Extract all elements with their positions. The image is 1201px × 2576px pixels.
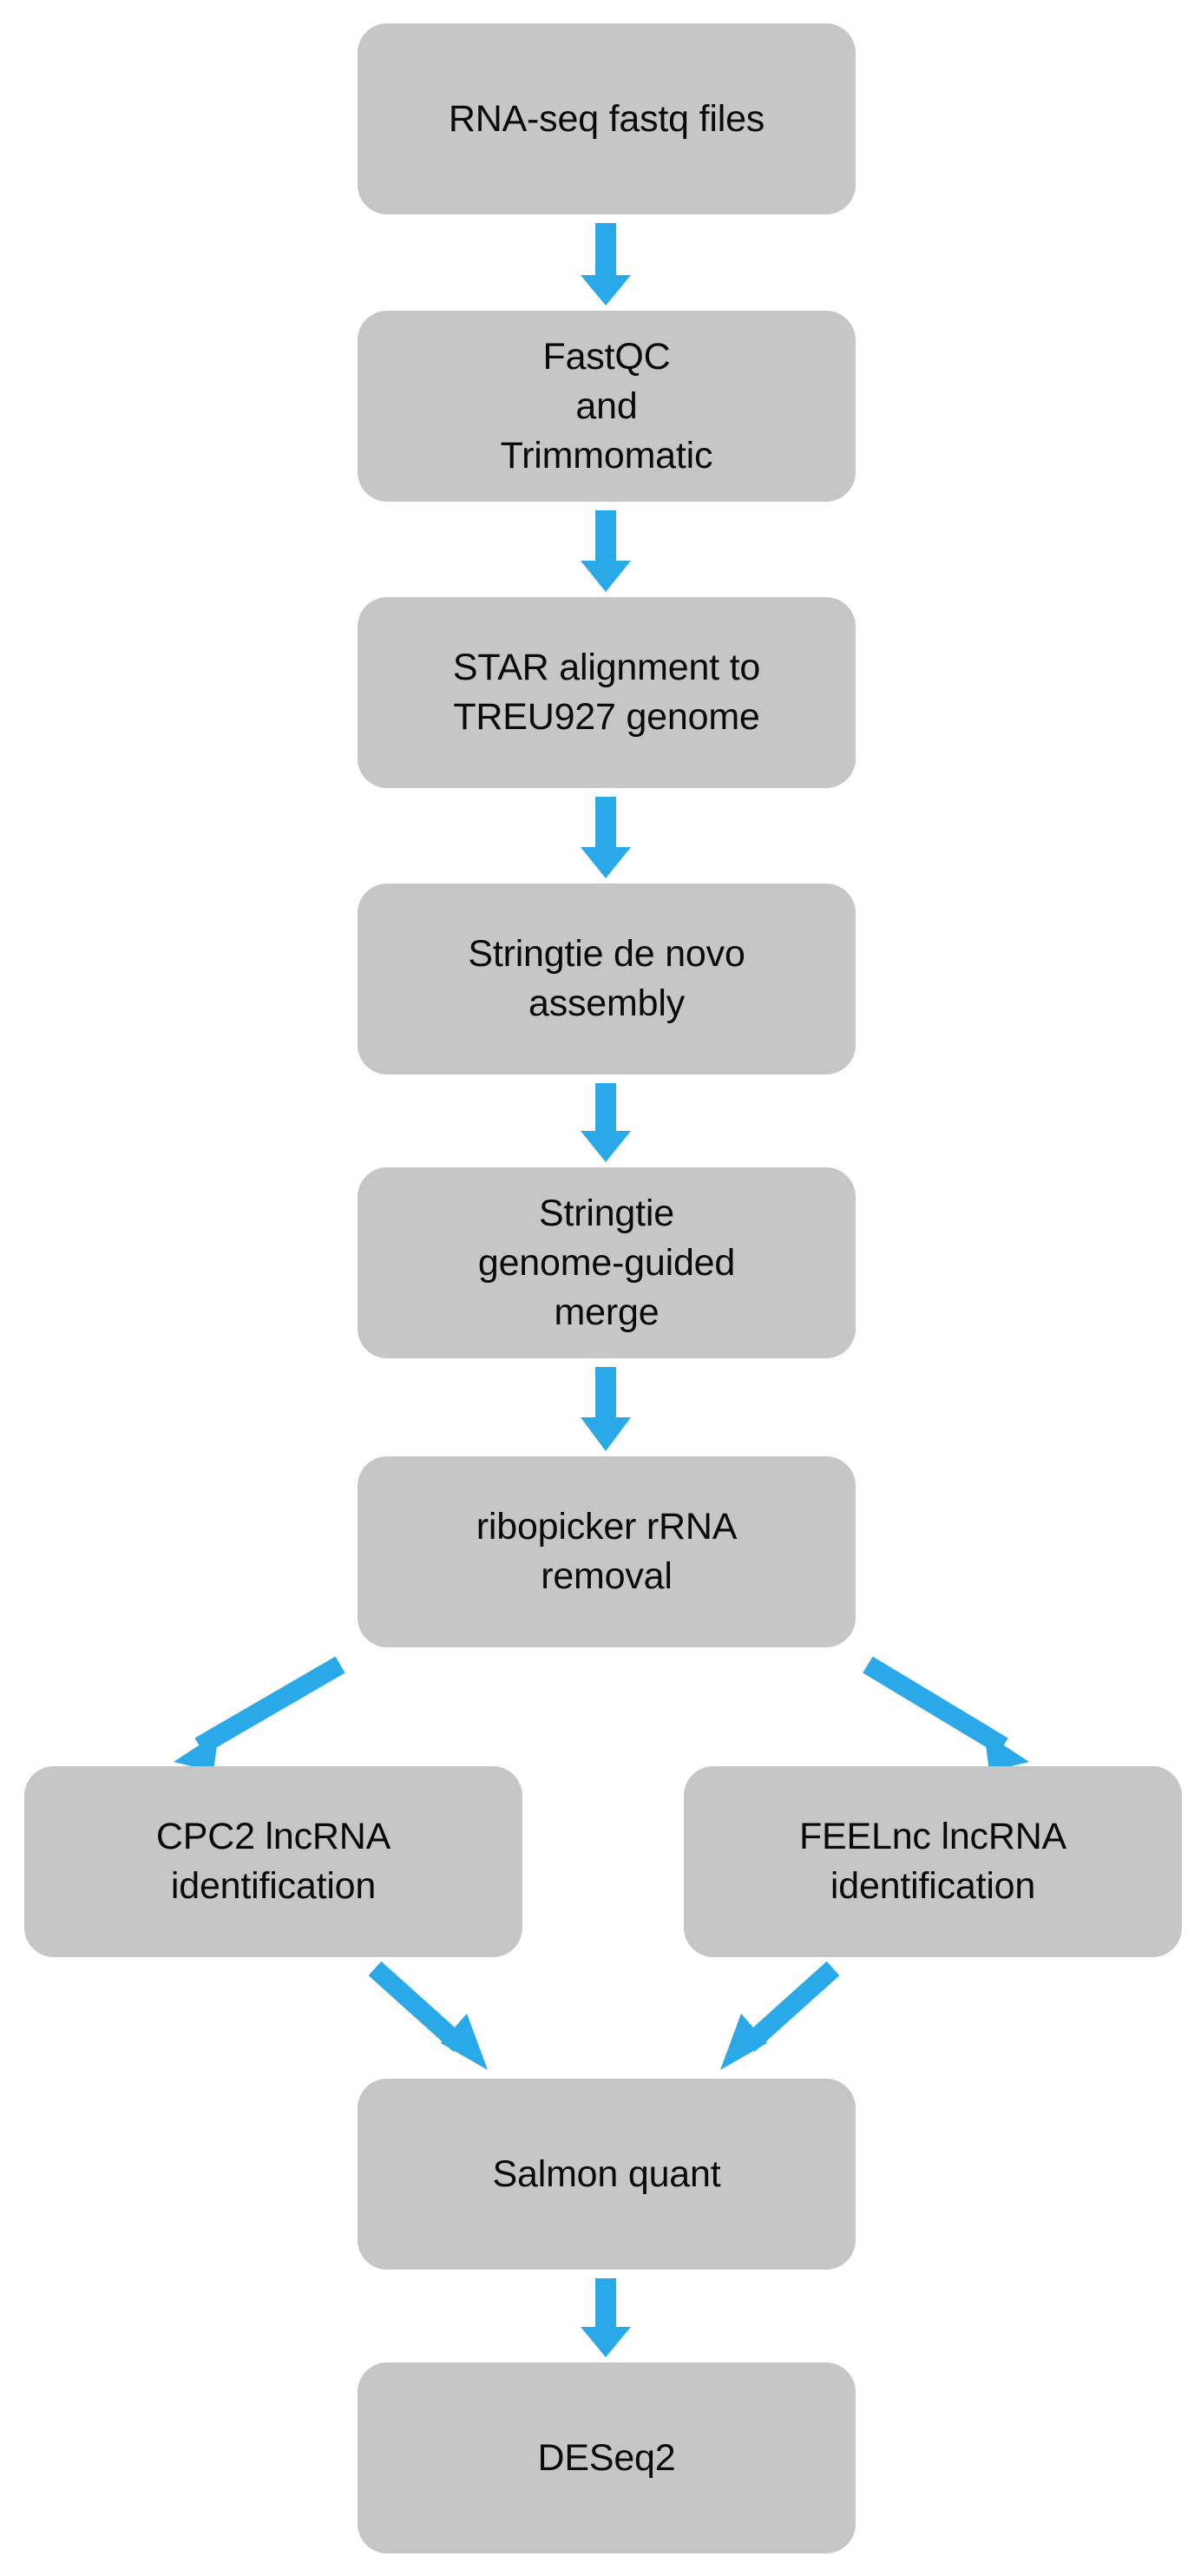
node-label: FEELnc lncRNA identification	[798, 1816, 1067, 1907]
node-stringtie-de-novo-assembly[interactable]: Stringtie de novo assembly	[358, 884, 856, 1074]
node-deseq2[interactable]: DESeq2	[358, 2362, 856, 2553]
edge-feelnc-to-salmon	[720, 1961, 840, 2070]
edge-ribopicker-to-cpc2	[174, 1656, 345, 1771]
edge-fastqc-to-star	[581, 510, 631, 592]
node-salmon-quant[interactable]: Salmon quant	[358, 2079, 856, 2270]
node-label: RNA-seq fastq files	[448, 97, 765, 140]
edge-ribopicker-to-feelnc	[863, 1656, 1029, 1771]
node-label: CPC2 lncRNA identification	[155, 1816, 391, 1907]
node-stringtie-genome-guided-merge[interactable]: Stringtie genome-guided merge	[358, 1167, 856, 1358]
edge-cpc2-to-salmon	[368, 1961, 488, 2070]
node-label: Stringtie genome-guided merge	[477, 1192, 736, 1333]
node-label: STAR alignment to TREU927 genome	[452, 647, 761, 738]
edge-salmon-to-deseq2	[581, 2278, 631, 2357]
edge-assembly-to-merge	[581, 1083, 631, 1162]
node-label: ribopicker rRNA removal	[476, 1506, 738, 1597]
node-ribopicker-rrna-removal[interactable]: ribopicker rRNA removal	[358, 1456, 856, 1647]
node-cpc2-lncrna-identification[interactable]: CPC2 lncRNA identification	[24, 1766, 522, 1957]
node-label: FastQC and Trimmomatic	[500, 335, 713, 476]
node-fastqc-trimmomatic[interactable]: FastQC and Trimmomatic	[358, 311, 856, 502]
edge-merge-to-ribopicker	[581, 1367, 631, 1451]
node-label: Stringtie de novo assembly	[468, 933, 745, 1024]
node-label: Salmon quant	[492, 2152, 721, 2195]
edge-star-to-stringtie-assembly	[581, 797, 631, 878]
edge-fastq-to-fastqc	[581, 223, 631, 306]
node-feelnc-lncrna-identification[interactable]: FEELnc lncRNA identification	[684, 1766, 1182, 1957]
node-rna-seq-fastq-files[interactable]: RNA-seq fastq files	[358, 23, 856, 214]
node-star-alignment[interactable]: STAR alignment to TREU927 genome	[358, 597, 856, 788]
node-label: DESeq2	[537, 2436, 676, 2479]
